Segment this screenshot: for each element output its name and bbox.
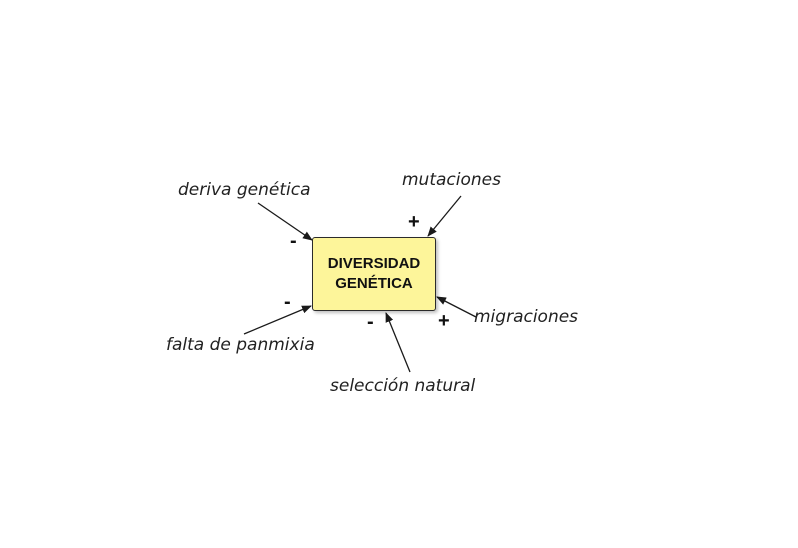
label-seleccion-natural: selección natural xyxy=(330,376,476,396)
arrow-mutaciones xyxy=(427,195,462,237)
label-migraciones: migraciones xyxy=(474,307,579,327)
arrow-panmixia xyxy=(243,305,312,335)
arrow-migraciones xyxy=(436,296,477,318)
central-concept-box: DIVERSIDAD GENÉTICA xyxy=(312,237,436,311)
central-line-1: DIVERSIDAD xyxy=(327,255,421,272)
arrow-deriva xyxy=(257,202,313,241)
sign-deriva: - xyxy=(290,230,297,252)
label-falta-de-panmixia: falta de panmixia xyxy=(166,335,315,355)
central-line-2: GENÉTICA xyxy=(335,275,413,292)
label-deriva-genetica: deriva genética xyxy=(178,180,311,200)
label-mutaciones: mutaciones xyxy=(402,170,501,190)
sign-seleccion: - xyxy=(367,311,374,333)
sign-migraciones: + xyxy=(438,310,450,332)
sign-panmixia: - xyxy=(284,291,291,313)
arrow-seleccion xyxy=(385,312,411,373)
sign-mutaciones: + xyxy=(408,211,420,233)
